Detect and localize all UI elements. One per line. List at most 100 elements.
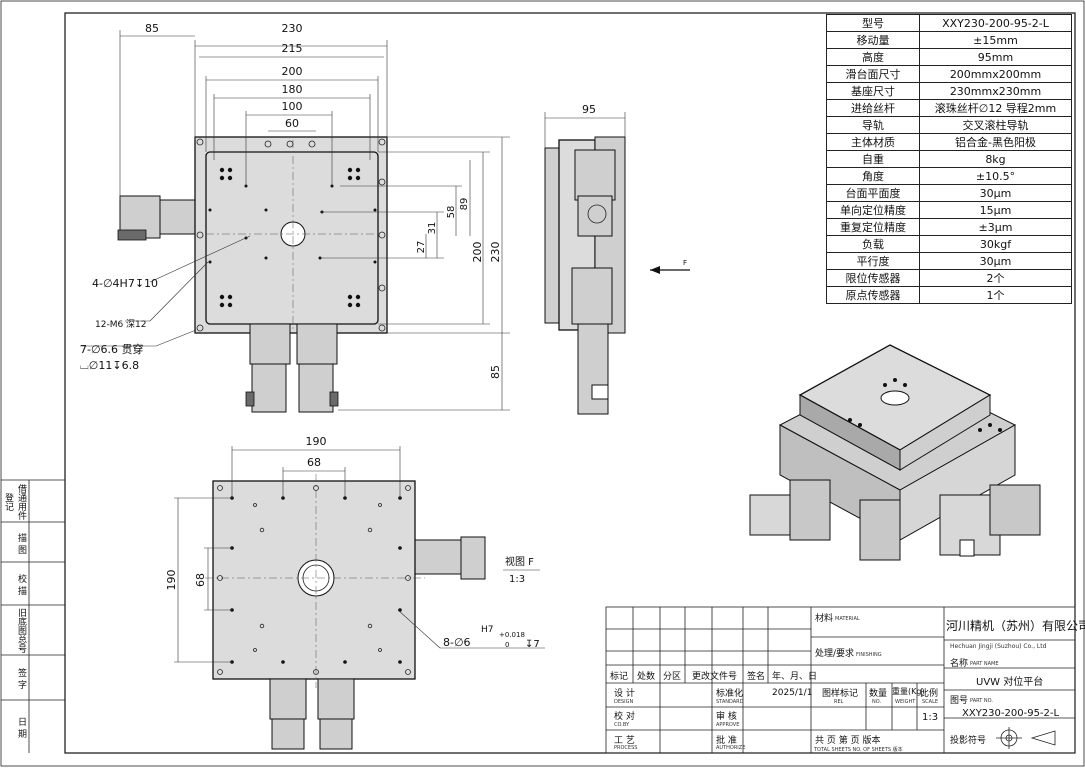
role-check: 校 对 xyxy=(614,712,635,722)
material-label-en: MATERIAL xyxy=(835,616,860,622)
spec-row: 进给丝杆滚珠丝杆∅12 导程2mm xyxy=(826,99,1072,117)
strip-old-no: 旧底图总号 xyxy=(16,608,26,653)
company-name-en: Hechuan Jingji (Suzhou) Co., Ltd xyxy=(950,643,1047,650)
mid-qty: 数量 xyxy=(869,689,888,699)
top-view: 85 230 215 200 180 100 60 31 58 89 27 20… xyxy=(80,22,510,413)
mid-scale-en: SCALE xyxy=(922,699,939,705)
note-counterbore: ⌴∅11↧6.8 xyxy=(80,359,139,372)
role-design: 设 计 xyxy=(614,689,635,699)
inner-frame xyxy=(64,12,1076,754)
isometric-view xyxy=(749,344,1041,561)
dim-side-95: 95 xyxy=(582,103,596,116)
strip-borrow: 借通用件登记 xyxy=(3,484,26,520)
dim-top-100: 100 xyxy=(282,100,303,113)
note-tol-lower: 0 xyxy=(505,641,509,649)
projection-label: 投影符号 xyxy=(950,736,987,746)
side-view: 95 F xyxy=(544,103,690,415)
spec-key: 滑台面尺寸 xyxy=(826,65,920,83)
drawing-number: XXY230-200-95-2-L xyxy=(962,708,1060,719)
dim-v-89: 89 xyxy=(459,198,470,211)
dim-top-60: 60 xyxy=(285,117,299,130)
role-standard-en: STANDARD xyxy=(716,699,744,705)
dim-v-200: 200 xyxy=(471,242,484,263)
dim-bottom-190-v: 190 xyxy=(165,570,178,591)
dim-v-230: 230 xyxy=(489,242,502,263)
note-dowel-holes: 4-∅4H7↧10 xyxy=(92,277,158,290)
dim-bottom-68-h: 68 xyxy=(307,456,321,469)
part-name-label-en: PART NAME xyxy=(970,661,999,667)
spec-value: 交叉滚柱导轨 xyxy=(919,116,1072,134)
mid-scale: 比例 xyxy=(920,689,939,699)
rev-header-zone: 分区 xyxy=(663,672,682,682)
dim-v-31: 31 xyxy=(427,222,438,235)
spec-key: 原点传感器 xyxy=(826,286,920,304)
date-value: 2025/1/1 xyxy=(772,688,813,698)
bottom-view: 190 68 190 68 8-∅6 H7 +0.018 0 ↧7 视图 F 1… xyxy=(165,435,545,750)
role-approve: 审 核 xyxy=(716,712,737,722)
role-process: 工 艺 xyxy=(614,736,635,746)
finishing-label: 处理/要求 xyxy=(815,649,855,659)
spec-key: 重复定位精度 xyxy=(826,218,920,236)
spec-row: 导轨交叉滚柱导轨 xyxy=(826,116,1072,134)
note-tol-upper: +0.018 xyxy=(499,631,525,639)
strip-sign: 签 字 xyxy=(16,667,26,689)
dim-top-180: 180 xyxy=(282,83,303,96)
role-authorize-en: AUTHORIZE xyxy=(716,745,746,751)
scale-value: 1:3 xyxy=(922,712,939,723)
spec-row: 角度±10.5° xyxy=(826,167,1072,185)
drawing-no-label: 图号 xyxy=(950,696,969,706)
mid-qty-en: NO. xyxy=(872,699,882,705)
view-arrow-label: F xyxy=(683,259,687,267)
spec-value: 30kgf xyxy=(919,235,1072,253)
sheet-count: 共 页 第 页 版本 xyxy=(815,736,881,746)
spec-value: ±10.5° xyxy=(919,167,1072,185)
part-name: UVW 对位平台 xyxy=(976,677,1044,688)
rev-header-date: 年、月、日 xyxy=(772,672,818,682)
drawing-no-label-en: PART NO. xyxy=(970,698,993,704)
spec-key: 限位传感器 xyxy=(826,269,920,287)
dim-top-230: 230 xyxy=(282,22,303,35)
view-f-scale: 1:3 xyxy=(509,574,525,585)
dim-top-200: 200 xyxy=(282,65,303,78)
dim-bottom-190-h: 190 xyxy=(306,435,327,448)
mid-rel-en: REL xyxy=(834,699,844,705)
strip-check: 校 描 xyxy=(16,573,26,595)
note-depth: ↧7 xyxy=(525,639,540,650)
role-standard: 标准化 xyxy=(716,689,744,699)
spec-value: XXY230-200-95-2-L xyxy=(919,14,1072,32)
finishing-label-en: FINISHING xyxy=(856,652,882,658)
sheet-count-en: TOTAL SHEETS NO. OF SHEETS 版本 xyxy=(814,747,903,753)
dim-v-85: 85 xyxy=(489,365,502,379)
rev-header-mark: 标记 xyxy=(610,672,629,682)
material-label: 材料 xyxy=(815,614,834,624)
role-check-en: CO.BY xyxy=(614,722,630,728)
spec-key: 基座尺寸 xyxy=(826,82,920,100)
spec-row: 重复定位精度±3μm xyxy=(826,218,1072,236)
rev-header-count: 处数 xyxy=(637,672,656,682)
spec-value: 1个 xyxy=(919,286,1072,304)
mid-rel: 图样标记 xyxy=(822,689,859,699)
mid-weight: 重量(Kg) xyxy=(892,687,925,696)
spec-value: 8kg xyxy=(919,150,1072,168)
spec-value: 滚珠丝杆∅12 导程2mm xyxy=(919,99,1072,117)
role-process-en: PROCESS xyxy=(614,745,638,751)
company-name: 河川精机（苏州）有限公司 xyxy=(946,619,1085,633)
dim-v-27: 27 xyxy=(416,241,427,254)
view-f-label: 视图 F xyxy=(505,555,534,568)
dim-bottom-68-v: 68 xyxy=(194,573,207,587)
spec-value: 230mmx230mm xyxy=(919,82,1072,100)
note-tol-h7: H7 xyxy=(481,625,494,635)
spec-key: 高度 xyxy=(826,48,920,66)
strip-drawn: 描 图 xyxy=(16,532,26,554)
note-through-holes: 7-∅6.6 贯穿 xyxy=(80,342,144,356)
